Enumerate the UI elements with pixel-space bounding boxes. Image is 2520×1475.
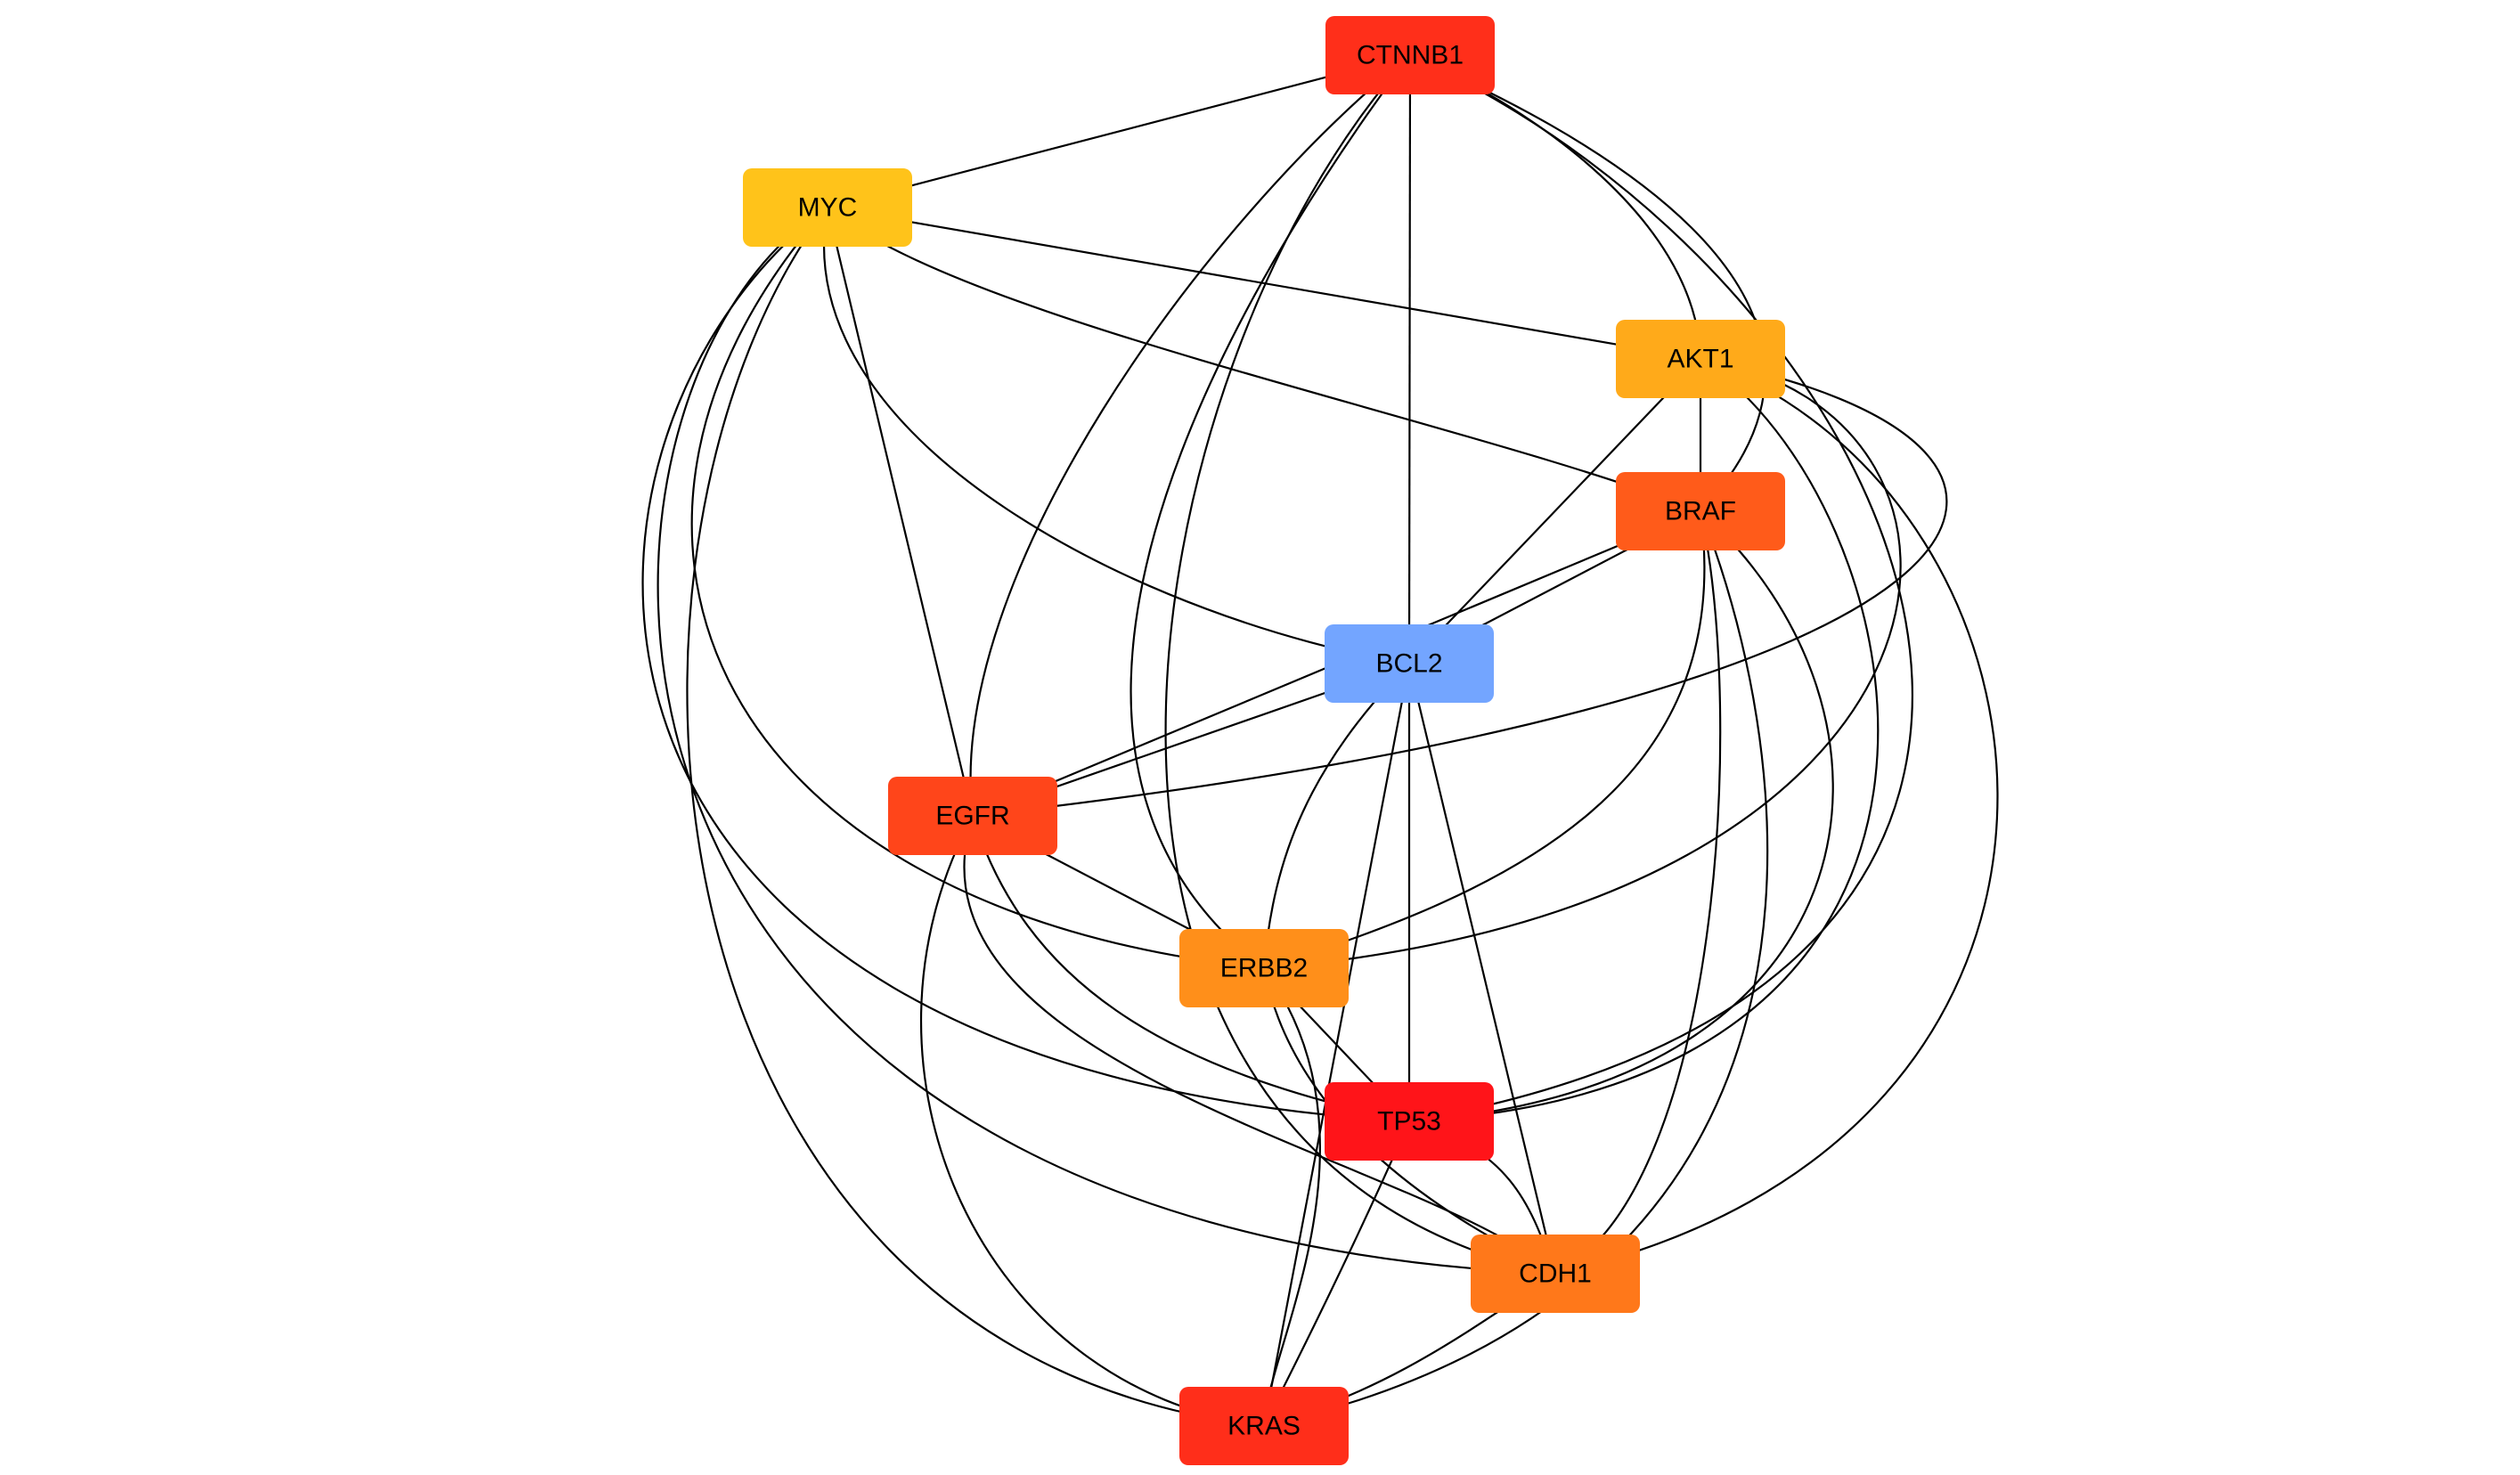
edge-ctnnb1-tp53 (1408, 53, 1913, 1123)
edge-myc-erbb2 (690, 207, 1265, 970)
edge-braf-kras (1263, 510, 1769, 1428)
edge-akt1-erbb2 (1263, 357, 1902, 970)
node-cdh1[interactable]: CDH1 (1471, 1235, 1640, 1313)
node-label: EGFR (935, 802, 1009, 831)
edge-bcl2-erbb2 (1262, 663, 1410, 969)
node-label: CTNNB1 (1357, 41, 1464, 70)
edge-egfr-kras (920, 815, 1265, 1428)
node-label: BRAF (1665, 497, 1736, 526)
node-box[interactable] (1179, 1387, 1349, 1465)
edge-akt1-cdh1 (1554, 357, 1999, 1275)
node-box[interactable] (1179, 929, 1349, 1007)
edge-ctnnb1-bcl2 (1407, 54, 1412, 664)
node-label: BCL2 (1375, 649, 1442, 679)
node-box[interactable] (888, 777, 1057, 855)
edge-braf-cdh1 (1554, 510, 1722, 1275)
node-label: KRAS (1227, 1412, 1301, 1441)
edges-layer (641, 53, 1999, 1428)
node-box[interactable] (1325, 1082, 1494, 1161)
node-box[interactable] (1471, 1235, 1640, 1313)
edge-myc-tp53 (641, 207, 1410, 1123)
node-label: ERBB2 (1220, 954, 1308, 983)
edge-braf-erbb2 (1263, 510, 1706, 970)
edge-myc-bcl2 (823, 207, 1410, 665)
edge-myc-braf (827, 207, 1701, 513)
edge-bcl2-cdh1 (1407, 663, 1557, 1275)
node-box[interactable] (1616, 320, 1785, 398)
edge-ctnnb1-akt1 (1409, 53, 1702, 360)
node-akt1[interactable]: AKT1 (1616, 320, 1785, 398)
node-label: AKT1 (1667, 345, 1733, 374)
edge-akt1-egfr (972, 357, 1948, 818)
node-label: CDH1 (1519, 1259, 1592, 1289)
edge-myc-akt1 (827, 206, 1701, 361)
edge-akt1-tp53 (1408, 358, 1880, 1123)
node-myc[interactable]: MYC (743, 168, 912, 247)
node-box[interactable] (1325, 624, 1494, 703)
node-egfr[interactable]: EGFR (888, 777, 1057, 855)
edge-tp53-kras (1263, 1121, 1411, 1427)
edge-ctnnb1-egfr (969, 54, 1411, 817)
edge-ctnnb1-cdh1 (1164, 54, 1556, 1275)
edge-ctnnb1-braf (1409, 53, 1766, 512)
edge-egfr-cdh1 (963, 815, 1556, 1275)
node-tp53[interactable]: TP53 (1325, 1082, 1494, 1161)
edge-myc-kras (686, 207, 1265, 1428)
node-box[interactable] (1325, 16, 1495, 94)
node-box[interactable] (743, 168, 912, 247)
node-kras[interactable]: KRAS (1179, 1387, 1349, 1465)
node-label: TP53 (1377, 1107, 1441, 1137)
node-ctnnb1[interactable]: CTNNB1 (1325, 16, 1495, 94)
edge-myc-egfr (826, 207, 975, 817)
edge-ctnnb1-erbb2 (1130, 54, 1411, 969)
node-erbb2[interactable]: ERBB2 (1179, 929, 1349, 1007)
edge-egfr-tp53 (971, 815, 1410, 1123)
node-label: MYC (798, 193, 858, 223)
node-bcl2[interactable]: BCL2 (1325, 624, 1494, 703)
node-box[interactable] (1616, 472, 1785, 550)
node-braf[interactable]: BRAF (1616, 472, 1785, 550)
edge-braf-tp53 (1408, 510, 1834, 1123)
edge-ctnnb1-myc (827, 53, 1411, 209)
edge-erbb2-kras (1262, 967, 1321, 1427)
